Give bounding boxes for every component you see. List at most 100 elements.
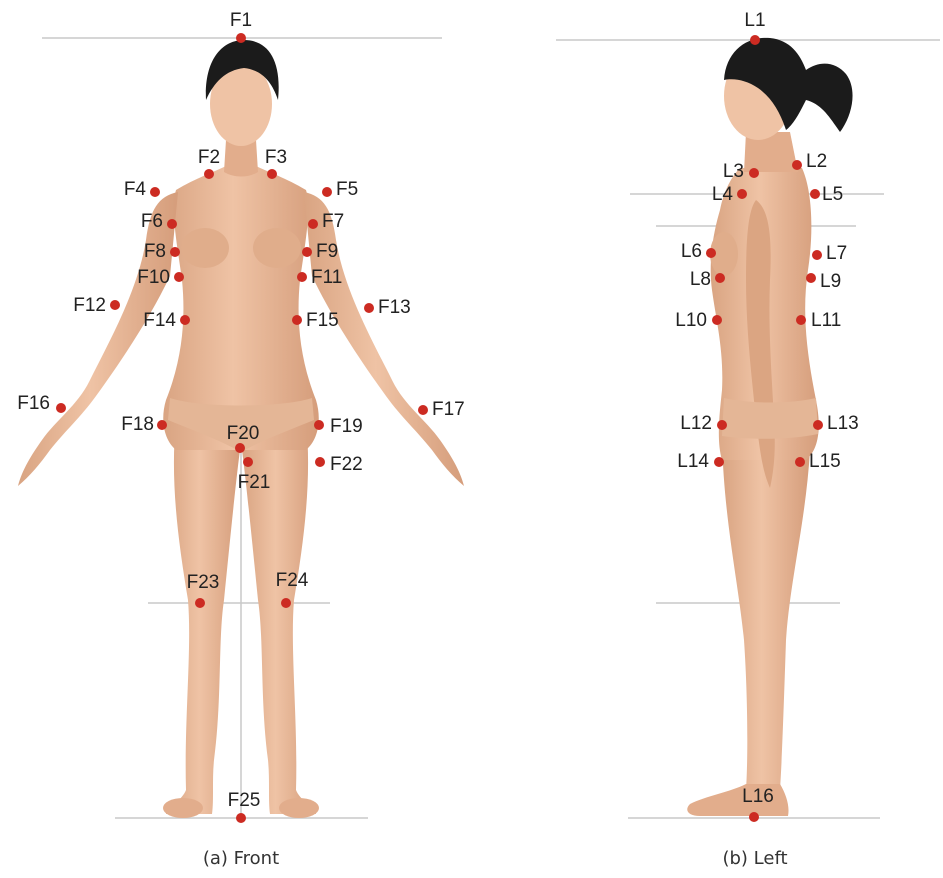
front-chest-right xyxy=(253,228,301,268)
landmark-marker xyxy=(364,303,374,313)
landmark-marker xyxy=(712,315,722,325)
landmark-marker xyxy=(749,168,759,178)
landmark-label: L11 xyxy=(811,310,841,331)
landmark-label: F15 xyxy=(306,310,339,331)
landmark-marker xyxy=(715,273,725,283)
landmark-label: F2 xyxy=(198,147,220,168)
landmark-marker xyxy=(56,403,66,413)
landmark-label: F3 xyxy=(265,147,287,168)
left-panel: L1L2L3L4L5L6L7L8L9L10L11L12L13L14L15L16 … xyxy=(556,10,940,869)
landmark-label: F13 xyxy=(378,297,411,318)
landmark-l13: L13 xyxy=(813,413,859,434)
landmark-marker xyxy=(170,247,180,257)
landmark-label: F6 xyxy=(141,211,163,232)
landmark-label: F7 xyxy=(322,211,344,232)
landmark-label: F9 xyxy=(316,241,338,262)
landmark-f19: F19 xyxy=(314,416,363,437)
landmark-label: F18 xyxy=(121,414,154,435)
landmark-label: L1 xyxy=(744,10,765,31)
landmark-marker xyxy=(308,219,318,229)
landmark-marker xyxy=(204,169,214,179)
left-underwear xyxy=(722,398,818,439)
landmark-marker xyxy=(314,420,324,430)
landmark-f8: F8 xyxy=(144,241,180,262)
landmark-label: L2 xyxy=(806,151,827,172)
landmark-label: F10 xyxy=(137,267,170,288)
landmark-f12: F12 xyxy=(73,295,120,316)
landmark-label: F17 xyxy=(432,399,465,420)
landmark-marker xyxy=(714,457,724,467)
landmark-f16: F16 xyxy=(17,393,66,414)
landmark-l7: L7 xyxy=(812,243,847,264)
landmark-marker xyxy=(243,457,253,467)
landmark-marker xyxy=(806,273,816,283)
landmark-l2: L2 xyxy=(792,151,827,172)
landmark-label: F1 xyxy=(230,10,252,31)
landmark-marker xyxy=(302,247,312,257)
landmark-label: F16 xyxy=(17,393,50,414)
landmark-marker xyxy=(749,812,759,822)
landmark-marker xyxy=(297,272,307,282)
landmark-label: L15 xyxy=(809,451,841,472)
landmark-marker xyxy=(110,300,120,310)
landmark-f17: F17 xyxy=(418,399,465,420)
landmark-label: F5 xyxy=(336,179,358,200)
landmark-marker xyxy=(792,160,802,170)
landmark-label: L9 xyxy=(820,271,841,292)
landmark-label: F24 xyxy=(276,570,309,591)
landmark-marker xyxy=(418,405,428,415)
landmark-label: L3 xyxy=(723,161,744,182)
landmark-f3: F3 xyxy=(265,147,287,179)
landmark-label: L8 xyxy=(690,269,711,290)
landmark-label: L6 xyxy=(681,241,702,262)
landmark-l14: L14 xyxy=(677,451,724,472)
landmark-marker xyxy=(236,33,246,43)
landmark-f5: F5 xyxy=(322,179,358,200)
front-chest-left xyxy=(181,228,229,268)
landmark-label: L13 xyxy=(827,413,859,434)
landmark-marker xyxy=(810,189,820,199)
landmark-label: L16 xyxy=(742,786,774,807)
landmark-f13: F13 xyxy=(364,297,411,318)
landmark-marker xyxy=(236,813,246,823)
landmark-marker xyxy=(281,598,291,608)
landmark-marker xyxy=(795,457,805,467)
front-panel: F1F2F3F4F5F6F7F8F9F10F11F12F13F14F15F16F… xyxy=(17,10,465,869)
landmark-marker xyxy=(750,35,760,45)
landmark-marker xyxy=(157,420,167,430)
landmark-f22: F22 xyxy=(315,454,363,475)
landmark-f4: F4 xyxy=(124,179,160,200)
landmark-label: F23 xyxy=(187,572,220,593)
landmark-marker xyxy=(322,187,332,197)
landmark-label: L5 xyxy=(822,184,843,205)
landmark-l10: L10 xyxy=(675,310,722,331)
landmark-label: F20 xyxy=(227,423,260,444)
landmark-marker xyxy=(812,250,822,260)
landmark-label: F21 xyxy=(238,472,271,493)
landmark-label: L14 xyxy=(677,451,709,472)
front-right-foot xyxy=(279,798,319,818)
landmark-label: F8 xyxy=(144,241,166,262)
landmark-f11: F11 xyxy=(297,267,342,288)
landmark-marker xyxy=(737,189,747,199)
landmark-label: L4 xyxy=(712,184,734,205)
landmark-marker xyxy=(174,272,184,282)
landmark-label: F22 xyxy=(330,454,363,475)
landmark-marker xyxy=(706,248,716,258)
landmark-marker xyxy=(235,443,245,453)
landmark-marker xyxy=(180,315,190,325)
left-caption: (b) Left xyxy=(722,848,787,869)
landmark-f18: F18 xyxy=(121,414,167,435)
front-left-leg xyxy=(166,420,240,814)
landmark-marker xyxy=(150,187,160,197)
front-right-arm xyxy=(304,192,464,486)
front-left-foot xyxy=(163,798,203,818)
landmark-f10: F10 xyxy=(137,267,184,288)
landmark-label: L7 xyxy=(826,243,847,264)
front-left-arm xyxy=(18,192,178,486)
landmark-f9: F9 xyxy=(302,241,338,262)
landmark-label: L10 xyxy=(675,310,707,331)
landmark-l16: L16 xyxy=(742,786,774,822)
landmark-l9: L9 xyxy=(806,271,841,292)
